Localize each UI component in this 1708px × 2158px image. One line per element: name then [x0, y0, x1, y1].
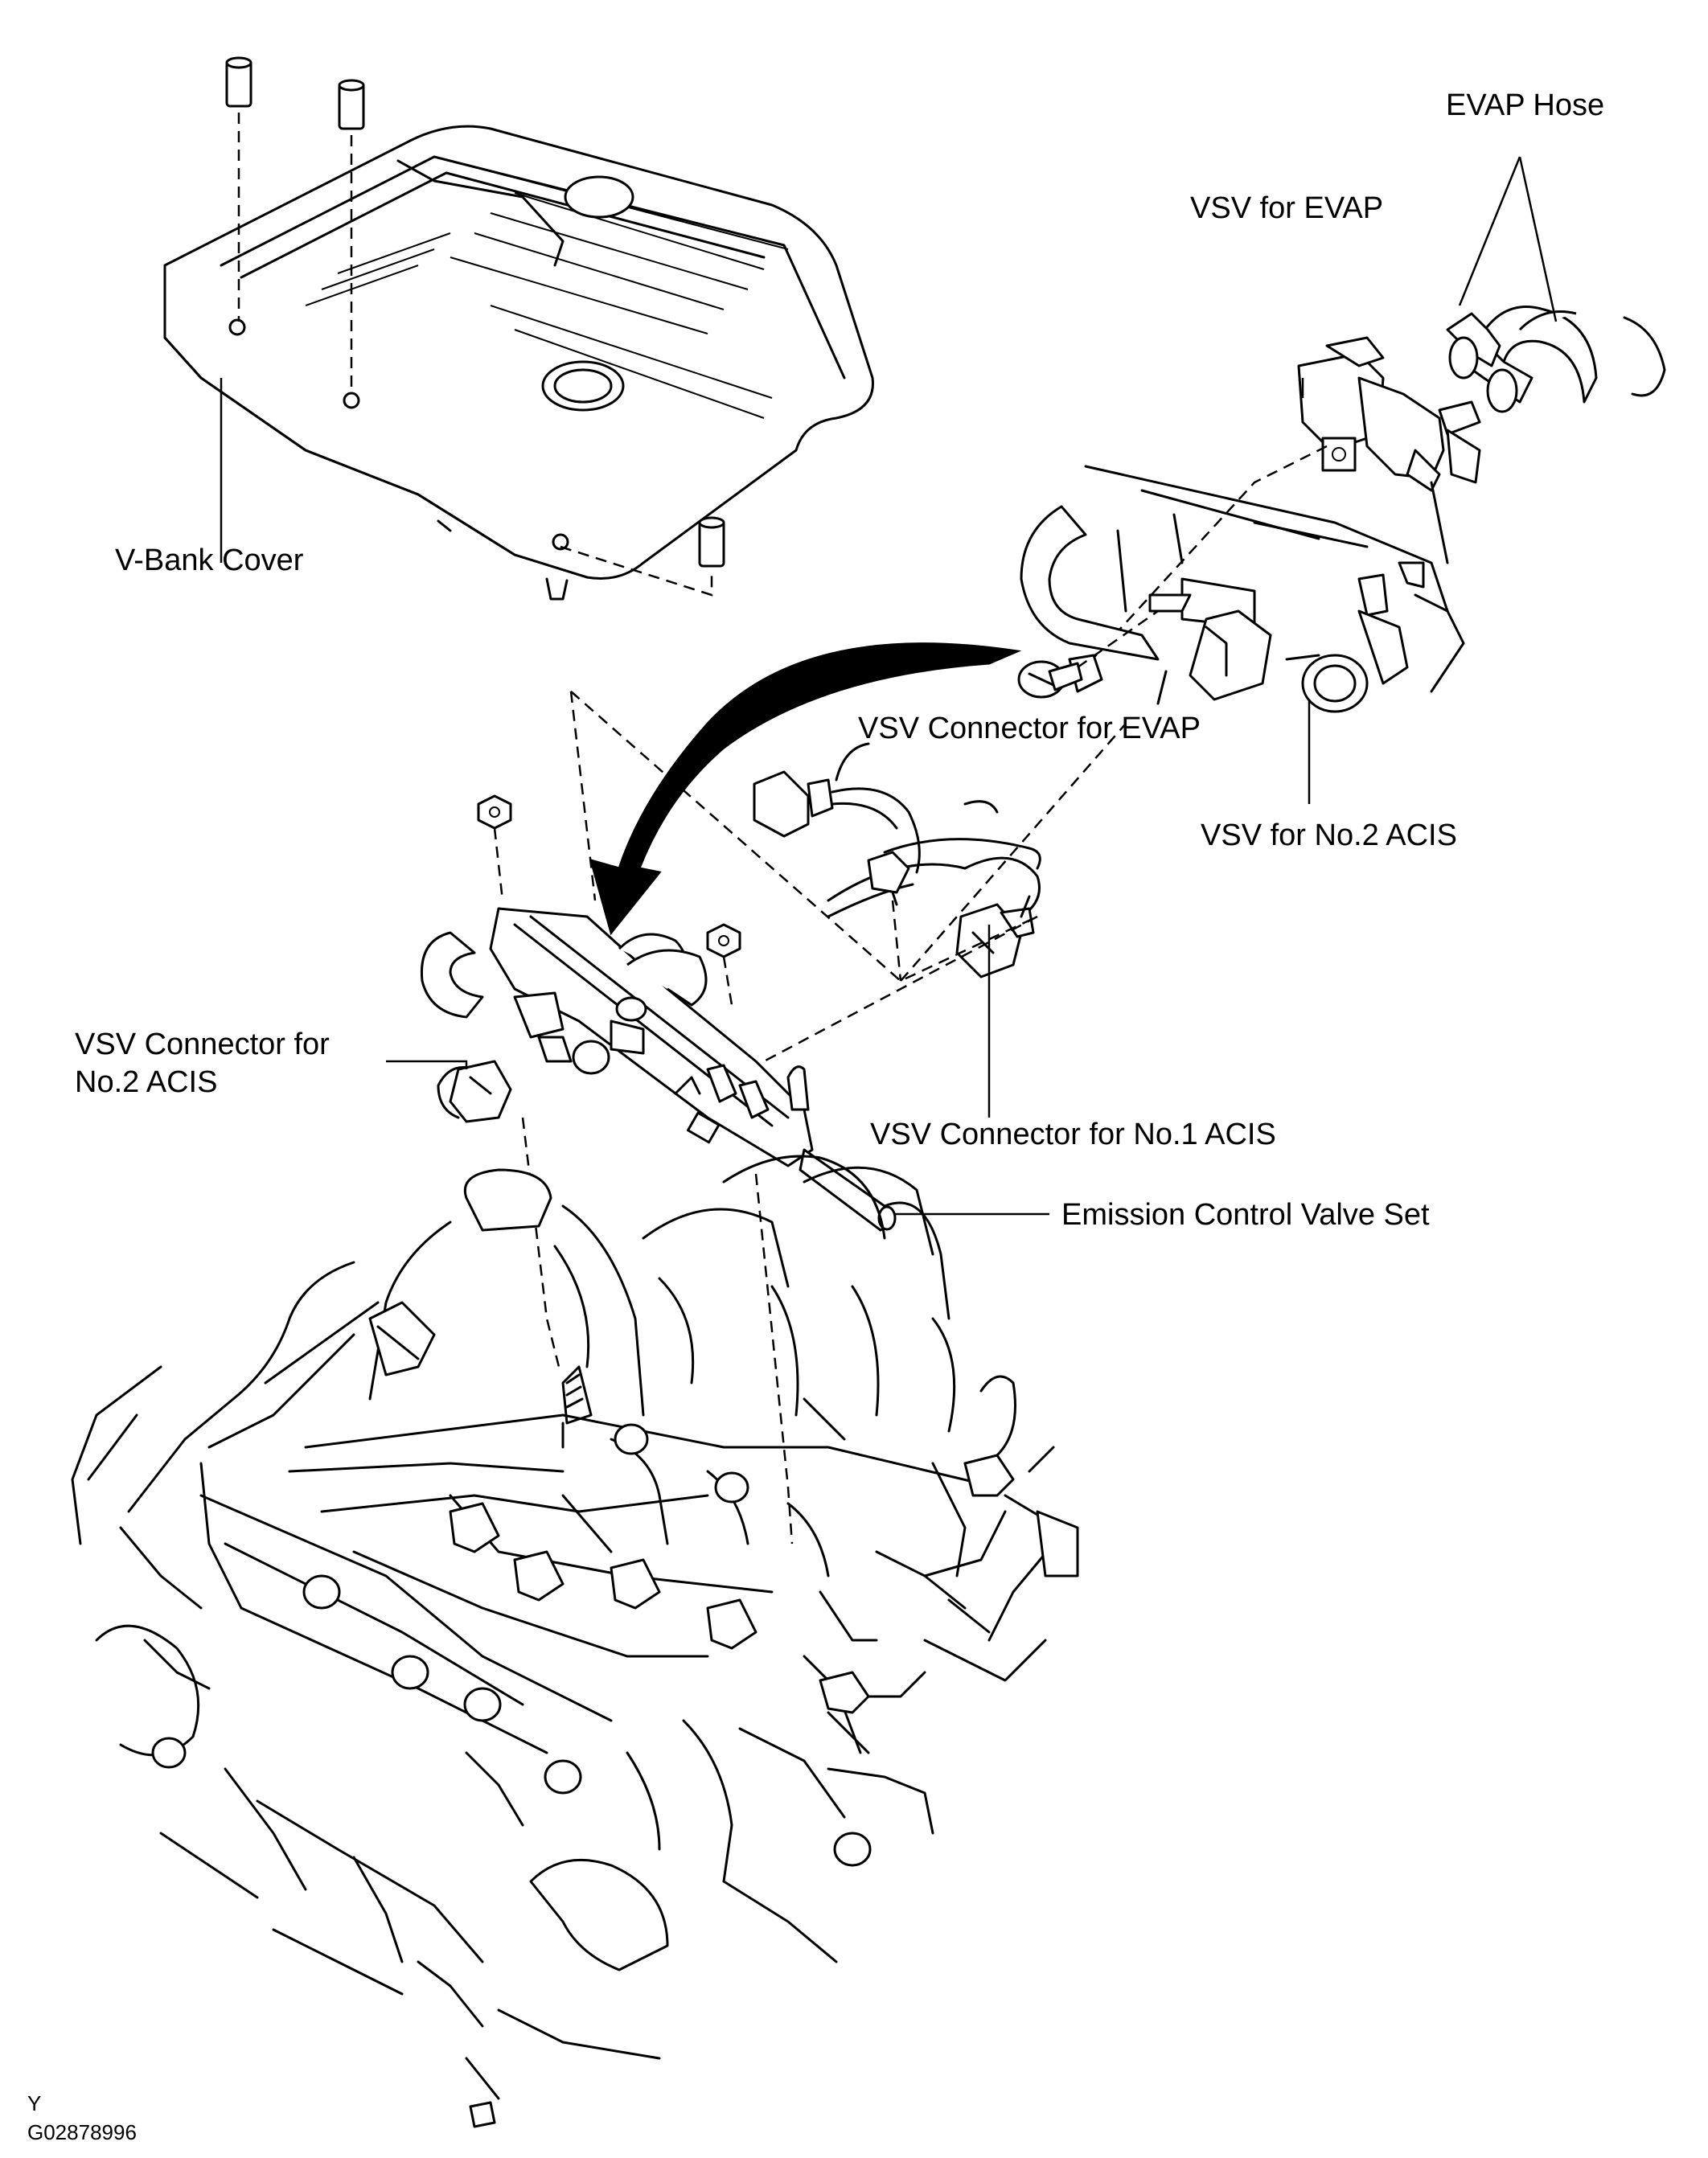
- label-vsv-connector-for-no2-acis-line1: VSV Connector for: [75, 1028, 330, 1061]
- engine-block: [71, 1155, 1079, 2128]
- v-bank-cover: [163, 125, 874, 601]
- label-vsv-connector-for-no1-acis: VSV Connector for No.1 ACIS: [870, 1118, 1276, 1151]
- footer-figure-id: G02878996: [27, 2120, 137, 2144]
- vsv-for-evap: [1077, 336, 1481, 676]
- label-vsv-for-evap: VSV for EVAP: [1190, 191, 1384, 225]
- nuts: [477, 794, 741, 958]
- label-emission-control-valve-set: Emission Control Valve Set: [1061, 1198, 1430, 1232]
- label-vsv-connector-for-no2-acis-line2: No.2 ACIS: [75, 1065, 218, 1099]
- footer-code-letter: Y: [27, 2091, 42, 2115]
- assembly-guides: [493, 691, 1127, 1545]
- label-vsv-for-no2-acis: VSV for No.2 ACIS: [1201, 818, 1457, 852]
- screw: [1017, 609, 1159, 699]
- label-evap-hose: EVAP Hose: [1446, 88, 1605, 122]
- cover-grommets: [225, 56, 725, 597]
- evap-hose: [1446, 156, 1666, 413]
- direction-arrow: [589, 642, 1022, 936]
- leader-lines: [220, 378, 1311, 1216]
- emission-control-valve-set: [420, 907, 897, 1232]
- vsv-no2-acis-assembly: [1020, 465, 1465, 713]
- label-vsv-connector-for-evap: VSV Connector for EVAP: [858, 712, 1201, 745]
- label-v-bank-cover: V-Bank Cover: [115, 544, 304, 577]
- vsv-connector-for-evap: [753, 742, 1041, 918]
